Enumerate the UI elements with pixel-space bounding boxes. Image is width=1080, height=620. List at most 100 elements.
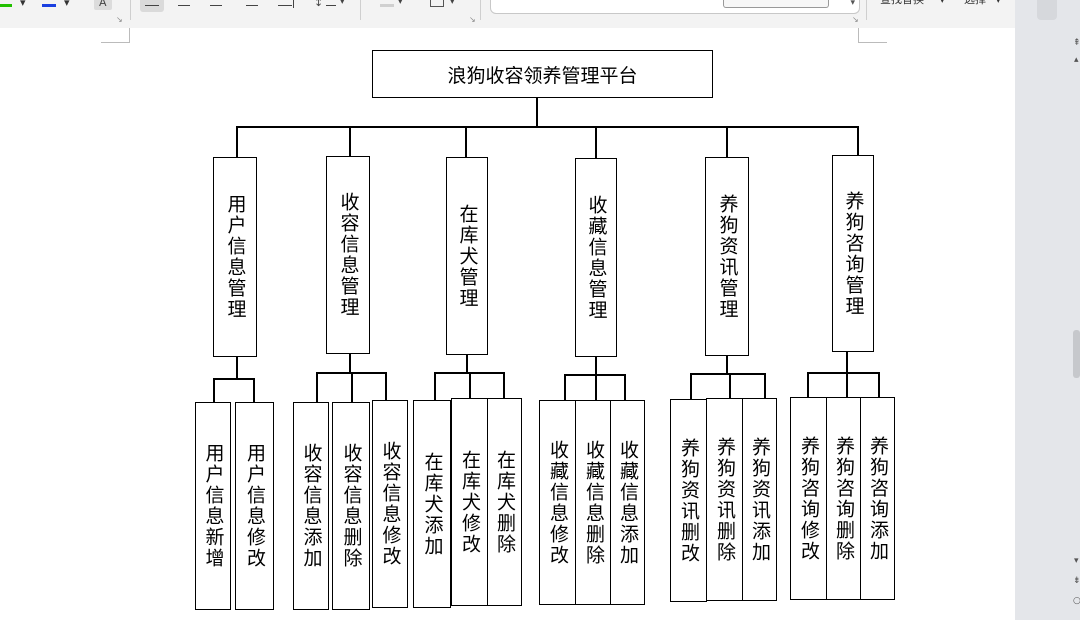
function-label: 收容信息添加	[300, 443, 323, 569]
divider	[480, 0, 481, 20]
function-label: 养狗资讯删改	[678, 437, 700, 564]
scroll-down-arrow-icon[interactable]: ▾	[1074, 556, 1079, 566]
connector	[726, 126, 728, 157]
function-node: 在库犬添加	[413, 400, 451, 608]
function-label: 用户信息新增	[202, 443, 225, 569]
function-label: 养狗资讯添加	[749, 436, 771, 563]
connector	[564, 374, 566, 400]
chevron-down-icon: ▾	[940, 0, 945, 6]
function-node: 养狗咨询删除	[826, 397, 861, 600]
root-label: 浪狗收容领养管理平台	[447, 64, 638, 87]
connector	[764, 373, 766, 399]
function-label: 收藏信息添加	[617, 439, 639, 566]
function-node: 收容信息修改	[372, 400, 408, 608]
chevron-down-icon: ▾	[996, 0, 1001, 6]
module-label: 收藏信息管理	[585, 194, 608, 321]
highlight-color-button[interactable]	[0, 0, 14, 9]
vertical-scrollbar[interactable]: ⇞ ▴ ▾ ⇟ ○	[1015, 0, 1080, 620]
module-label: 收容信息管理	[337, 192, 360, 318]
divider	[360, 0, 361, 20]
scroll-up-icon[interactable]: ⇞	[1073, 38, 1080, 48]
chevron-down-icon[interactable]: ▾	[850, 0, 855, 8]
function-label: 用户信息修改	[244, 443, 266, 569]
line-spacing-button[interactable]: ↕ ▾	[312, 0, 348, 10]
function-node: 收容信息添加	[293, 402, 329, 610]
chevron-down-icon: ▾	[398, 0, 403, 7]
connector	[349, 354, 351, 374]
connector	[726, 356, 728, 375]
connector	[595, 357, 597, 376]
scroll-down-icon[interactable]: ⇟	[1073, 576, 1080, 586]
chevron-down-icon[interactable]: ▾	[20, 0, 26, 9]
module-label: 养狗资讯管理	[716, 193, 739, 320]
connector	[729, 373, 731, 399]
connector	[595, 126, 597, 158]
connector	[466, 355, 468, 374]
find-replace-button[interactable]: 查找替换 ▾	[880, 0, 956, 12]
connector	[236, 126, 238, 157]
dialog-launcher-icon[interactable]: ↘	[852, 15, 859, 24]
function-node: 养狗咨询添加	[860, 397, 895, 600]
scroll-thumb[interactable]	[1073, 330, 1080, 378]
ribbon-toolbar: ▾ ▾ A ↘ ↕ ▾ ▾ ▾ ↘ ▾ ↘ 查找	[0, 0, 1015, 29]
module-node: 在库犬管理	[446, 157, 488, 355]
align-right-button[interactable]	[208, 0, 224, 10]
function-node: 养狗资讯删改	[670, 399, 707, 602]
justify-button[interactable]	[244, 0, 260, 10]
borders-button[interactable]: ▾	[428, 0, 466, 10]
connector	[857, 126, 859, 155]
align-center-button[interactable]	[176, 0, 192, 10]
distributed-button[interactable]	[276, 0, 296, 10]
module-node: 收容信息管理	[326, 156, 370, 354]
style-gallery[interactable]: ▾	[490, 0, 860, 14]
dialog-launcher-icon[interactable]: ↘	[469, 15, 476, 24]
connector	[349, 126, 351, 156]
chevron-down-icon: ▾	[340, 0, 345, 7]
module-node: 养狗资讯管理	[705, 157, 749, 356]
connector	[213, 378, 255, 380]
module-label: 在库犬管理	[456, 203, 479, 309]
connector	[434, 372, 436, 400]
style-preview[interactable]	[723, 0, 829, 8]
function-node: 收容信息删除	[332, 402, 370, 610]
dialog-launcher-icon[interactable]: ↘	[116, 15, 123, 24]
function-label: 在库犬修改	[459, 449, 481, 555]
connector	[503, 372, 505, 400]
select-browse-object-icon[interactable]: ○	[1073, 596, 1080, 606]
function-node: 收藏信息添加	[610, 400, 645, 605]
toolbar-extra-button[interactable]	[1037, 0, 1057, 20]
divider	[866, 0, 867, 20]
connector	[624, 374, 626, 400]
module-node: 用户信息管理	[213, 157, 257, 357]
select-button[interactable]: 选择 ▾	[964, 0, 1010, 12]
function-label: 养狗资讯删除	[714, 436, 736, 563]
connector	[213, 378, 215, 402]
function-node: 收藏信息修改	[539, 400, 576, 605]
connector	[846, 372, 848, 397]
scroll-up-arrow-icon[interactable]: ▴	[1074, 55, 1079, 65]
function-node: 用户信息修改	[235, 402, 274, 610]
connector	[536, 98, 538, 128]
function-node: 养狗咨询修改	[790, 397, 827, 600]
char-shading-glyph: A	[99, 0, 107, 9]
function-node: 用户信息新增	[195, 402, 231, 610]
function-label: 收容信息删除	[340, 443, 363, 569]
function-label: 在库犬删除	[494, 449, 516, 555]
line-spacing-icon: ↕	[314, 0, 324, 9]
font-color-button[interactable]	[42, 0, 56, 9]
connector	[469, 372, 471, 400]
char-shading-button[interactable]: A	[94, 0, 112, 10]
connector	[351, 372, 353, 402]
connector	[236, 357, 238, 379]
shading-button[interactable]: ▾	[378, 0, 410, 10]
chevron-down-icon[interactable]: ▾	[64, 0, 70, 9]
function-label: 在库犬添加	[421, 451, 444, 557]
connector	[690, 373, 766, 375]
function-label: 收容信息修改	[379, 441, 402, 567]
align-left-button[interactable]	[140, 0, 164, 12]
connector	[253, 378, 255, 402]
connector	[807, 372, 809, 397]
connector	[236, 126, 859, 128]
function-label: 养狗咨询修改	[798, 435, 820, 562]
connector	[595, 374, 597, 400]
